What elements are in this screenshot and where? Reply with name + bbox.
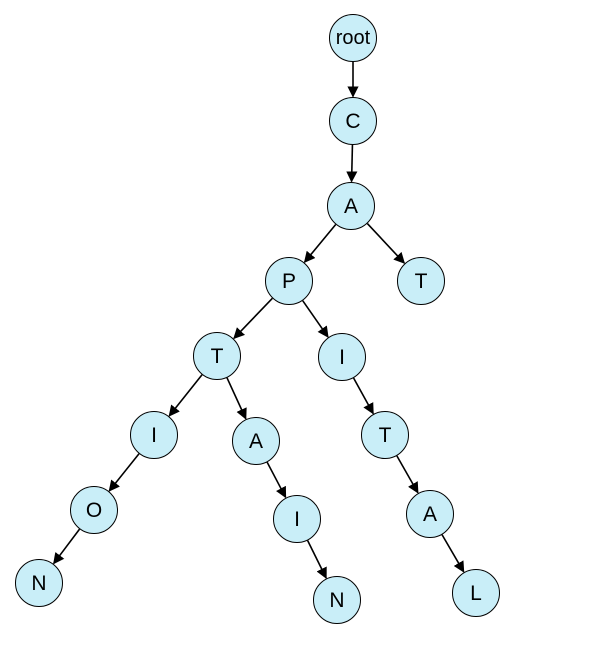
edge-capit-to-capita: [396, 455, 419, 494]
node-c: C: [329, 97, 377, 145]
edge-capti-to-captio: [108, 453, 140, 492]
node-captio: O: [70, 486, 118, 534]
node-cat: T: [397, 257, 445, 305]
node-capit: T: [361, 411, 409, 459]
node-capti: I: [130, 411, 178, 459]
edge-captio-to-caption: [53, 528, 81, 565]
edge-ca-to-cat: [366, 222, 406, 264]
node-captain: N: [313, 576, 361, 624]
edge-capt-to-capti: [168, 374, 203, 417]
node-ca: A: [327, 182, 375, 230]
node-root: root: [329, 14, 377, 62]
edge-capta-to-captai: [266, 461, 287, 499]
node-capi: I: [318, 333, 366, 381]
edge-capita-to-capital: [441, 534, 465, 573]
node-capita: A: [406, 490, 454, 538]
edge-cap-to-capi: [302, 300, 329, 338]
node-capital: L: [452, 569, 500, 617]
node-capt: T: [193, 332, 241, 380]
node-caption: N: [15, 559, 63, 607]
node-captai: I: [273, 495, 321, 543]
node-cap: P: [265, 257, 313, 305]
node-capta: A: [232, 417, 280, 465]
edge-captai-to-captain: [306, 540, 327, 580]
edge-ca-to-cap: [303, 223, 337, 263]
edge-capt-to-capta: [226, 377, 247, 420]
edge-c-to-ca: [346, 144, 358, 183]
edge-capi-to-capit: [352, 377, 374, 415]
edge-cap-to-capt: [233, 297, 273, 340]
